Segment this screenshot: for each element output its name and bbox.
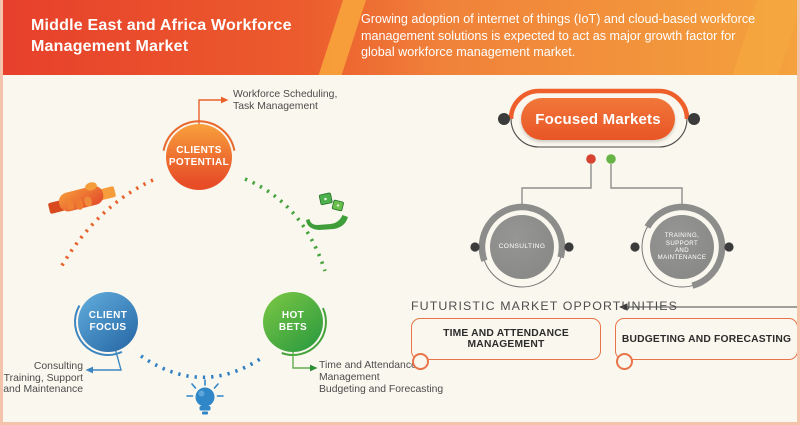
arrow-hot-bets xyxy=(310,364,318,372)
connector-client-focus xyxy=(93,347,122,371)
money-in-hand-icon xyxy=(306,192,348,230)
node-label-line: CLIENT xyxy=(88,309,128,321)
callout-line: Workforce Scheduling, xyxy=(233,89,338,100)
focused-markets-ring-bottom xyxy=(510,118,688,148)
callout-clients-potential: Workforce Scheduling, Task Management xyxy=(233,89,337,113)
callout-line: Management xyxy=(319,372,380,383)
arrow-client-focus xyxy=(85,366,93,374)
node-label-line: CLIENTS xyxy=(176,144,222,156)
ring-end-dot-left xyxy=(498,113,510,125)
opportunity-box-budgeting: BUDGETING AND FORECASTING xyxy=(615,318,797,360)
callout-line: and Maintenance xyxy=(3,384,83,396)
branch-dot-red xyxy=(586,154,596,164)
dotted-arc-blue xyxy=(139,354,261,380)
opportunity-label: BUDGETING AND FORECASTING xyxy=(621,333,792,345)
opportunity-box-corner-dot xyxy=(412,353,429,370)
page-title: Middle East and Africa Workforce Managem… xyxy=(31,17,292,55)
connector-clients-potential xyxy=(198,99,221,124)
cycle-node-clients-potential: CLIENTS POTENTIAL xyxy=(166,124,232,190)
callout-line: Time and Attendance xyxy=(319,360,417,371)
header-banner: Middle East and Africa Workforce Managem… xyxy=(3,0,797,75)
cycle-node-hot-bets: HOT BETS xyxy=(263,292,323,352)
market-node-label: MAINTENANCE xyxy=(657,254,707,262)
market-node-label: AND xyxy=(674,247,690,254)
diagram-artwork xyxy=(48,88,797,415)
callout-hot-bets: Time and Attendance Management Budgeting… xyxy=(319,360,443,396)
branch-dot-green xyxy=(606,154,616,164)
handshake-icon xyxy=(48,182,116,214)
ring-client-focus xyxy=(74,305,123,356)
market-node-consulting: CONSULTING xyxy=(490,215,554,279)
cycle-node-client-focus: CLIENT FOCUS xyxy=(78,292,138,352)
opportunity-box-time-attendance: TIME AND ATTENDANCE MANAGEMENT xyxy=(411,318,601,360)
node-label-line: BETS xyxy=(278,322,308,333)
market-node-label: SUPPORT xyxy=(665,239,699,247)
ring-consulting-thick xyxy=(478,203,566,262)
callout-line: Budgeting and Forecasting xyxy=(319,384,444,395)
ring-hot-bets xyxy=(281,307,327,356)
callout-line: Consulting xyxy=(33,361,83,372)
callout-client-focus: Consulting Training, Support and Mainten… xyxy=(3,361,83,396)
branch-line-right xyxy=(610,164,683,204)
branch-line-left xyxy=(521,164,592,204)
side-dot xyxy=(724,242,734,252)
node-label-line: POTENTIAL xyxy=(168,157,230,168)
opportunities-heading: FUTURISTIC MARKET OPPORTUNITIES xyxy=(411,299,679,313)
opportunities-arrowhead xyxy=(619,303,628,311)
node-label-line: HOT xyxy=(281,309,305,321)
arrow-clients-potential xyxy=(221,96,229,104)
callout-line: Training, Support xyxy=(3,372,83,384)
side-dot xyxy=(630,242,640,252)
focused-markets-ring-top xyxy=(508,88,690,120)
market-node-training-support: TRAINING, SUPPORT AND MAINTENANCE xyxy=(650,215,714,279)
callout-line: Task Management xyxy=(233,101,318,112)
node-label-line: FOCUS xyxy=(89,322,127,333)
opportunity-label: TIME AND ATTENDANCE MANAGEMENT xyxy=(443,328,569,350)
connector-hot-bets xyxy=(292,352,310,369)
ring-end-dot-right xyxy=(688,113,700,125)
market-node-label: CONSULTING xyxy=(498,243,546,250)
ring-training-thick xyxy=(644,203,726,289)
lightbulb-icon xyxy=(186,379,224,415)
header-description: Growing adoption of internet of things (… xyxy=(361,12,756,59)
side-dot xyxy=(564,242,574,252)
focused-markets-pill: Focused Markets xyxy=(521,98,675,140)
focused-markets-title: Focused Markets xyxy=(535,110,661,128)
opportunity-box-corner-dot xyxy=(616,353,633,370)
side-dot xyxy=(470,242,480,252)
market-node-label: TRAINING, xyxy=(664,232,700,240)
